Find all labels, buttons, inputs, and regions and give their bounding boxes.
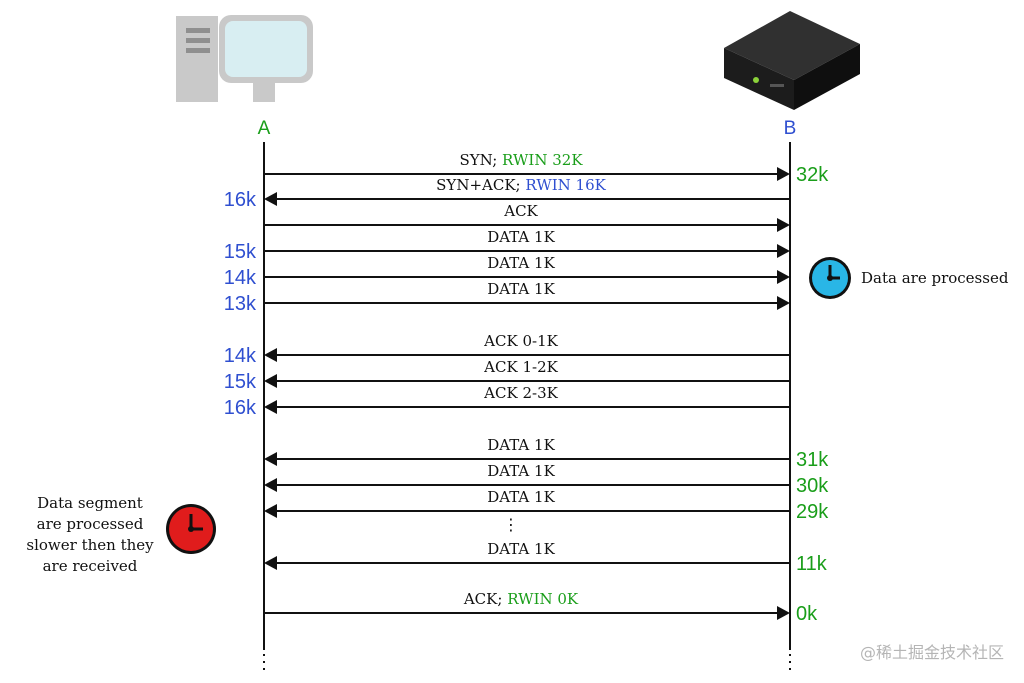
arrow-left-icon bbox=[264, 400, 277, 414]
participant-b-label: B bbox=[784, 118, 797, 139]
arrow-left-icon bbox=[264, 504, 277, 518]
arrow-left-icon bbox=[264, 478, 277, 492]
message-label: DATA 1K bbox=[487, 462, 555, 480]
message-label: DATA 1K bbox=[487, 436, 555, 454]
message-10: DATA 1K 31k bbox=[264, 436, 829, 471]
processing-note-text: Data are processed bbox=[861, 269, 1009, 287]
message-11: DATA 1K 30k bbox=[264, 462, 829, 497]
arrow-left-icon bbox=[264, 348, 277, 362]
arrow-right-icon bbox=[777, 606, 790, 620]
message-4: DATA 1K 15k bbox=[224, 228, 790, 263]
window-size-a: 15k bbox=[224, 241, 257, 263]
message-12: DATA 1K 29k bbox=[264, 488, 829, 523]
slow-note-line-2: are processed bbox=[37, 515, 144, 533]
message-1: SYN; RWIN 32K 32k bbox=[264, 151, 829, 186]
message-label: DATA 1K bbox=[487, 488, 555, 506]
ellipsis-marker: ⋮ bbox=[503, 517, 519, 534]
message-9: ACK 2-3K 16k bbox=[224, 384, 790, 419]
message-14: ACK; RWIN 0K 0k bbox=[264, 590, 818, 625]
window-size-b: 31k bbox=[796, 449, 829, 471]
message-8: ACK 1-2K 15k bbox=[224, 358, 790, 393]
message-13: DATA 1K 11k bbox=[264, 540, 828, 575]
message-label: DATA 1K bbox=[487, 254, 555, 272]
message-3: ACK bbox=[264, 202, 790, 232]
message-label: DATA 1K bbox=[487, 228, 555, 246]
message-label: ACK; RWIN 0K bbox=[463, 590, 579, 608]
window-size-a: 16k bbox=[224, 189, 257, 211]
clock-icon bbox=[166, 504, 216, 554]
arrow-right-icon bbox=[777, 296, 790, 310]
arrow-right-icon bbox=[777, 244, 790, 258]
processing-note: Data are processed bbox=[809, 257, 1009, 299]
message-label: DATA 1K bbox=[487, 280, 555, 298]
server-box-icon bbox=[724, 11, 860, 110]
arrow-right-icon bbox=[777, 270, 790, 284]
message-7: ACK 0-1K 14k bbox=[224, 332, 790, 367]
window-size-a: 15k bbox=[224, 371, 257, 393]
arrow-left-icon bbox=[264, 556, 277, 570]
message-label: ACK 2-3K bbox=[483, 384, 558, 402]
slow-note-line-1: Data segment bbox=[37, 494, 143, 512]
window-size-a: 16k bbox=[224, 397, 257, 419]
desktop-computer-icon bbox=[176, 15, 313, 102]
message-6: DATA 1K 13k bbox=[224, 280, 790, 315]
slow-note-line-4: are received bbox=[43, 557, 138, 575]
window-size-b: 32k bbox=[796, 164, 829, 186]
window-size-b: 29k bbox=[796, 501, 829, 523]
message-label: ACK 1-2K bbox=[483, 358, 558, 376]
window-size-b: 30k bbox=[796, 475, 829, 497]
window-size-a: 13k bbox=[224, 293, 257, 315]
message-label: ACK 0-1K bbox=[483, 332, 558, 350]
watermark: @稀土掘金技术社区 bbox=[860, 643, 1004, 662]
window-size-b: 11k bbox=[796, 553, 828, 575]
message-5: DATA 1K 14k bbox=[224, 254, 790, 289]
window-size-b: 0k bbox=[796, 603, 818, 625]
message-label: ACK bbox=[503, 202, 538, 220]
arrow-left-icon bbox=[264, 374, 277, 388]
clock-icon bbox=[809, 257, 851, 299]
slow-note-line-3: slower then they bbox=[26, 536, 154, 554]
message-label: SYN; RWIN 32K bbox=[459, 151, 583, 169]
window-size-a: 14k bbox=[224, 267, 257, 289]
arrow-left-icon bbox=[264, 192, 277, 206]
arrow-right-icon bbox=[777, 218, 790, 232]
message-label: SYN+ACK; RWIN 16K bbox=[436, 176, 607, 194]
participant-a-label: A bbox=[258, 118, 271, 139]
window-size-a: 14k bbox=[224, 345, 257, 367]
arrow-left-icon bbox=[264, 452, 277, 466]
arrow-right-icon bbox=[777, 167, 790, 181]
message-label: DATA 1K bbox=[487, 540, 555, 558]
message-2: SYN+ACK; RWIN 16K 16k bbox=[224, 176, 790, 211]
slow-processing-note: Data segment are processed slower then t… bbox=[26, 494, 216, 575]
